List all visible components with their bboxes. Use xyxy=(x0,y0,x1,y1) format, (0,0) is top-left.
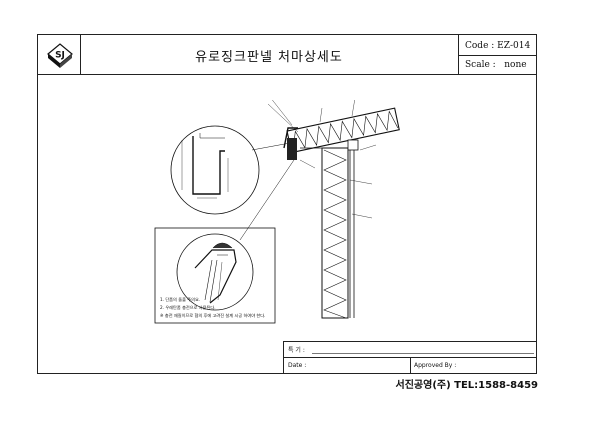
eaves-detail-drawing xyxy=(154,100,400,324)
company-contact: 서진공영(주) TEL:1588-8459 xyxy=(395,380,538,391)
drawing-frame xyxy=(37,34,537,374)
remarks-label: 특 기 : xyxy=(288,347,305,354)
seam-zoom-box xyxy=(154,227,276,324)
drawing-title: 유로징크판넬 처마상세도 xyxy=(195,49,343,65)
seam-zoom-circle xyxy=(176,233,254,311)
wall-panel xyxy=(321,139,359,319)
drawing-notes: 1. 단품의 돌출 주의요. 2. 우레탄폼 충전으로 사용된다. ※ 충전 재… xyxy=(160,296,265,320)
eaves-flashing xyxy=(283,127,298,149)
titleblock-left-line xyxy=(283,341,284,374)
flashing-profile-shape xyxy=(192,136,225,195)
logo-text: SJ xyxy=(55,51,65,61)
approved-by-label: Approved By : xyxy=(414,362,457,369)
note-item: 1. 단품의 돌출 주의요. xyxy=(160,297,201,302)
titleblock-top-line xyxy=(283,341,537,342)
header-divider-logo xyxy=(80,34,81,74)
company-logo: SJ xyxy=(44,38,76,70)
flashing-profile-detail xyxy=(170,125,260,215)
titleblock-approved-divider xyxy=(410,357,411,374)
roof-panel xyxy=(286,107,400,154)
drawing-code: Code : EZ-014 xyxy=(465,41,531,51)
note-item: ※ 충전 재질이므로 협의 후에 고려진 설계 시공 하여야 한다. xyxy=(160,313,266,318)
drawing-scale: Scale : none xyxy=(465,60,527,70)
note-item: 2. 우레탄폼 충전으로 사용된다. xyxy=(160,305,216,310)
header-divider-code xyxy=(458,34,459,74)
date-label: Date : xyxy=(288,362,307,369)
header-bottom-line xyxy=(37,74,537,75)
remarks-underline xyxy=(312,353,534,354)
header-code-scale-line xyxy=(458,55,537,56)
